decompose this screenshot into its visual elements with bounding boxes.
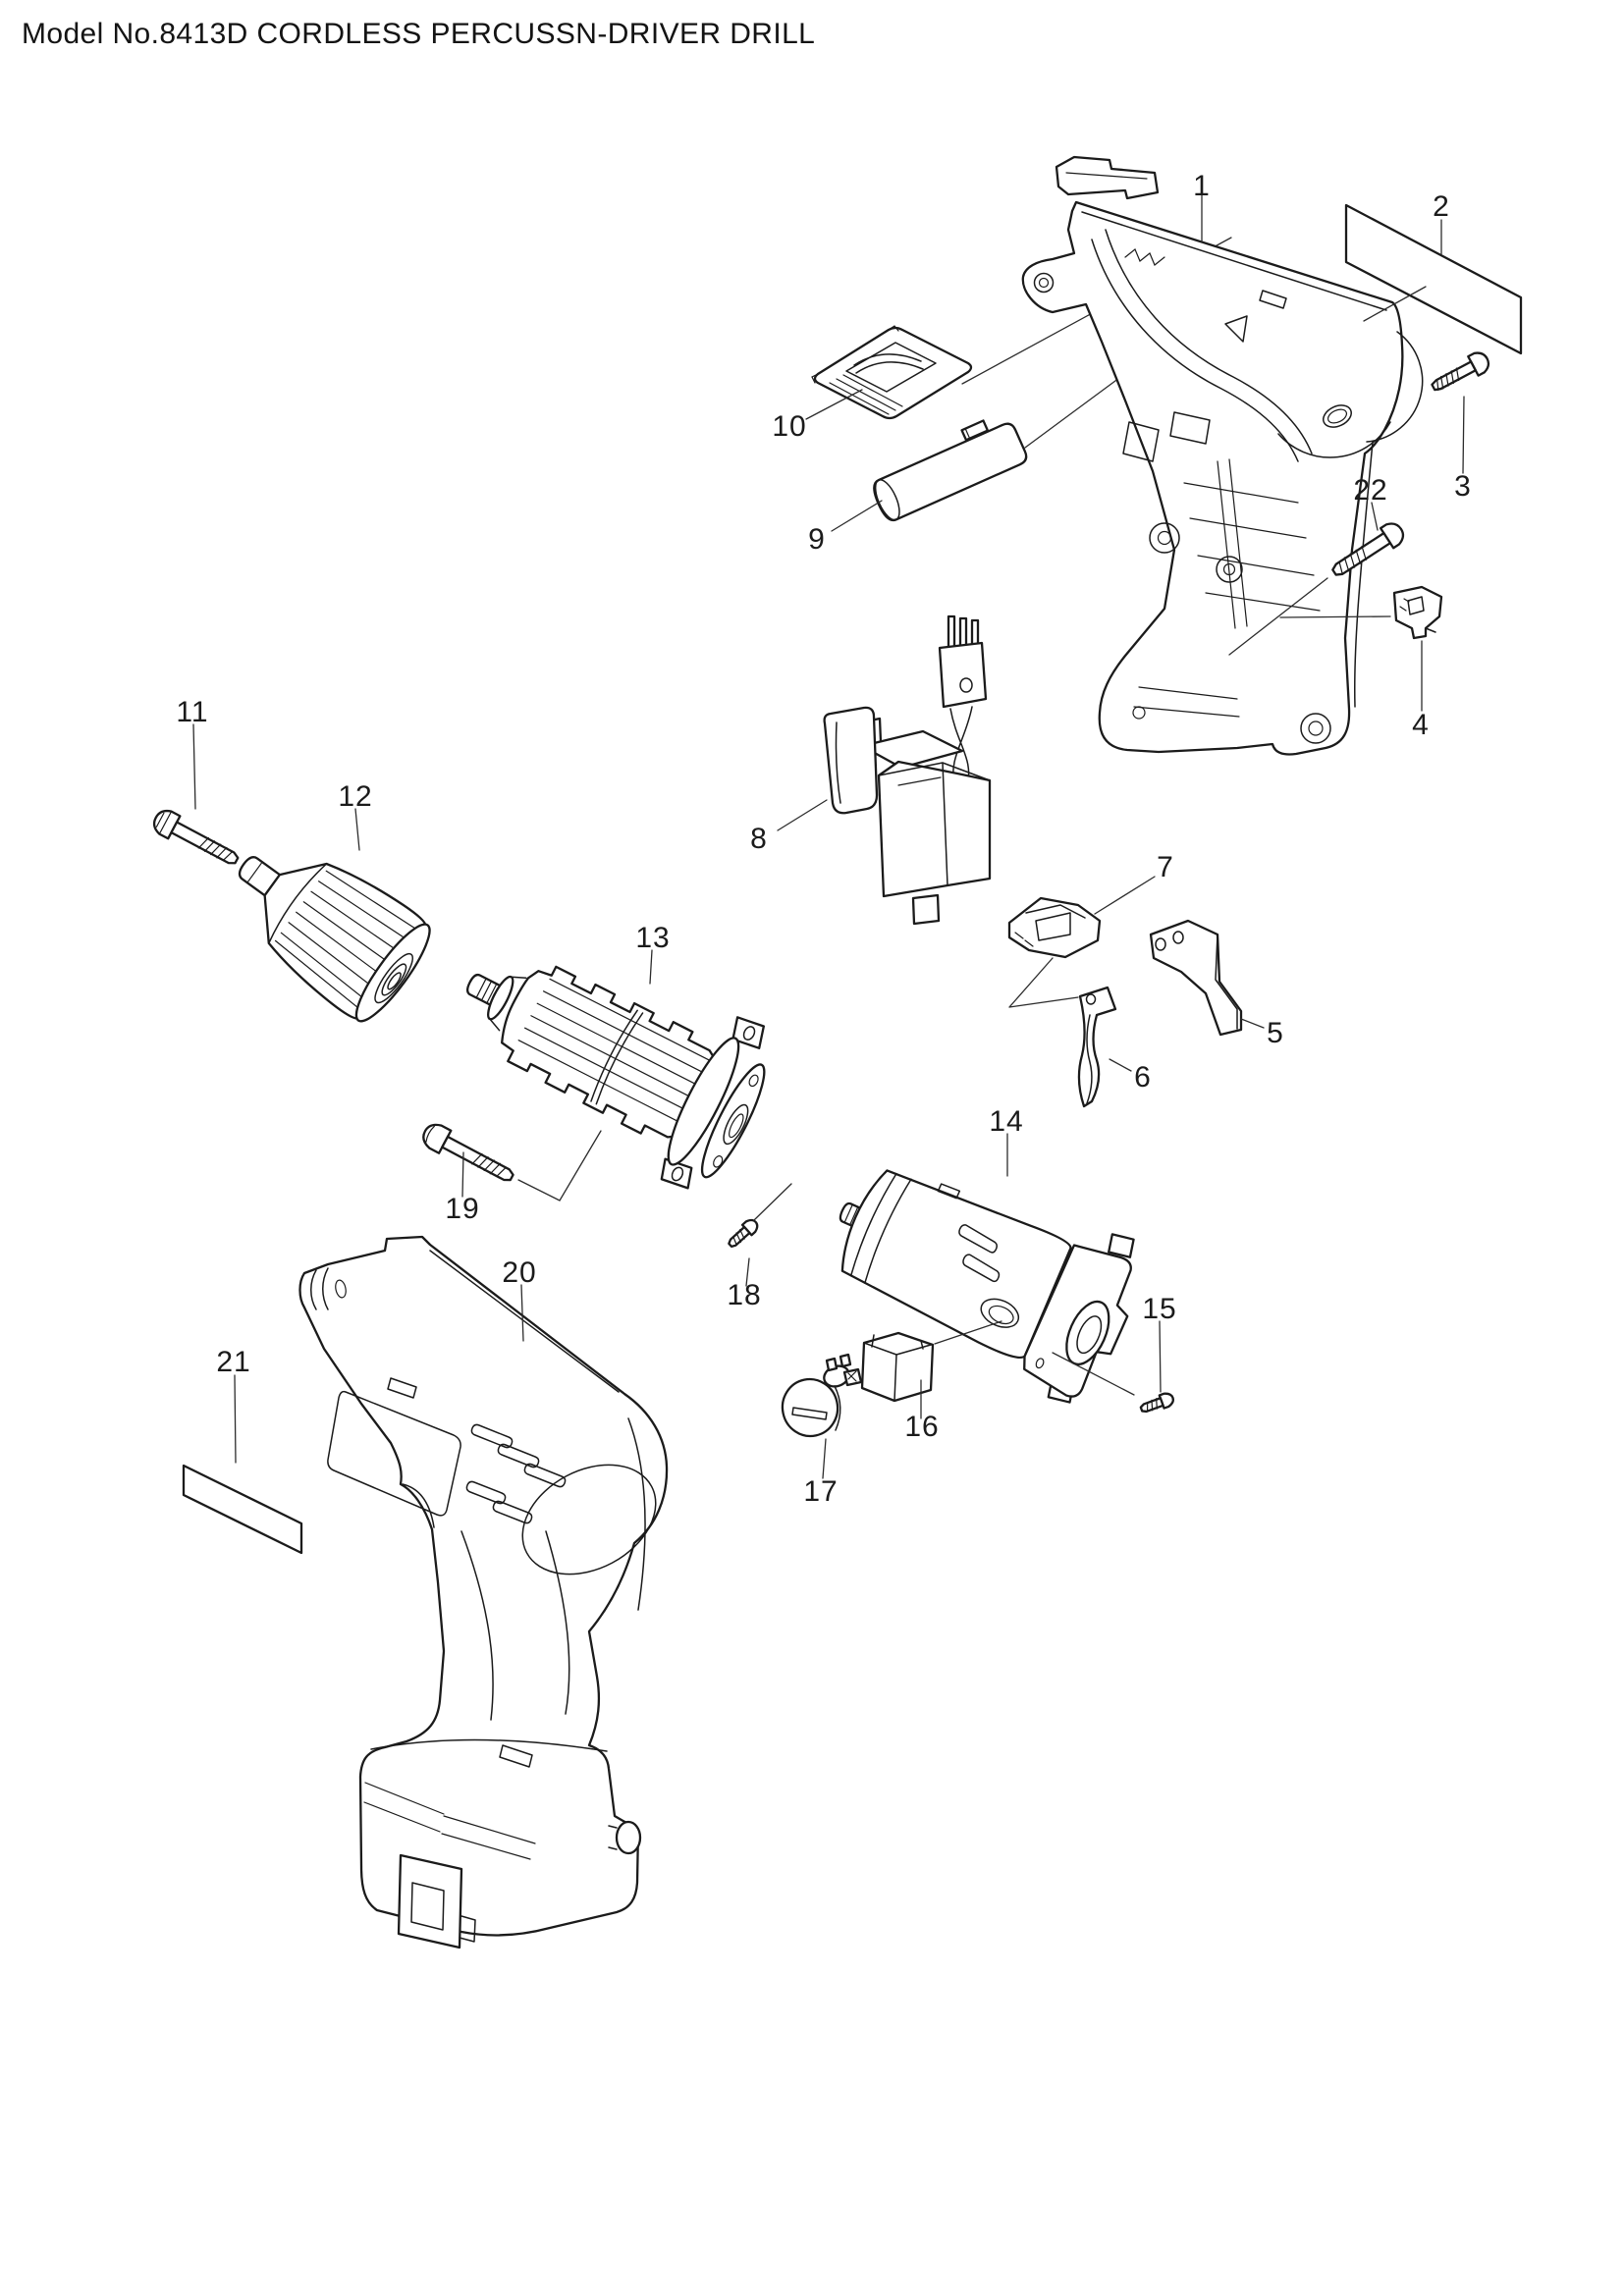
leader-9	[831, 500, 883, 532]
part-label-6: 6	[1134, 1061, 1152, 1094]
leader-10	[805, 389, 863, 420]
part-15-screw	[1139, 1392, 1174, 1414]
leader-22	[1228, 502, 1391, 656]
part-10-contact-plate	[811, 325, 973, 420]
part-label-5: 5	[1267, 1017, 1284, 1049]
part-label-11: 11	[176, 696, 209, 728]
leader-7	[1008, 876, 1156, 1008]
part-label-20: 20	[502, 1256, 537, 1289]
part-label-16: 16	[904, 1411, 940, 1443]
leader-19	[461, 1130, 602, 1201]
part-label-12: 12	[338, 780, 373, 813]
part-13-gear-assembly	[465, 965, 766, 1190]
leader-21	[234, 1374, 237, 1464]
part-8-switch	[823, 614, 992, 926]
leader-lines	[192, 194, 1465, 1479]
part-17-cap	[781, 1377, 841, 1438]
leader-16	[920, 1320, 1002, 1419]
part-label-2: 2	[1433, 190, 1450, 223]
part-7-holder-block	[1007, 896, 1102, 959]
part-21-label-plate	[182, 1464, 303, 1555]
part-label-1: 1	[1193, 170, 1211, 202]
part-18-screw	[728, 1218, 759, 1249]
part-label-4: 4	[1412, 709, 1430, 741]
leader-8	[777, 799, 828, 831]
part-label-18: 18	[727, 1279, 762, 1311]
part-3-screw	[1431, 351, 1490, 392]
part-6-lever	[1077, 986, 1117, 1108]
leader-17	[822, 1438, 827, 1479]
part-19-screw	[422, 1123, 514, 1182]
part-22-screw	[1331, 522, 1405, 576]
part-4-clip	[1392, 585, 1443, 640]
part-16-brush-holder	[823, 1331, 935, 1403]
part-label-9: 9	[808, 523, 826, 556]
part-label-15: 15	[1142, 1293, 1177, 1325]
part-label-13: 13	[635, 922, 671, 954]
part-11-screw	[152, 809, 240, 865]
part-label-22: 22	[1353, 474, 1388, 507]
leader-12	[354, 808, 360, 851]
part-label-7: 7	[1157, 851, 1174, 883]
part-label-14: 14	[989, 1105, 1024, 1138]
part-label-21: 21	[216, 1346, 251, 1378]
assembly-line-9	[1024, 377, 1120, 449]
part-20-housing-left-shell	[298, 1235, 669, 1949]
part-9-cover	[873, 419, 1028, 522]
part-12-chuck	[238, 856, 431, 1023]
leader-15	[1052, 1320, 1162, 1396]
leader-3	[1462, 396, 1465, 474]
leader-5	[1240, 1018, 1265, 1029]
page-title: Model No.8413D CORDLESS PERCUSSN-DRIVER …	[22, 18, 816, 50]
part-label-8: 8	[750, 823, 768, 855]
part-label-10: 10	[772, 410, 807, 443]
part-14-motor	[839, 1169, 1135, 1404]
leader-2	[1363, 219, 1442, 322]
part-label-3: 3	[1454, 470, 1472, 503]
part-2-nameplate	[1344, 203, 1523, 355]
part-label-17: 17	[803, 1475, 839, 1508]
leader-13	[649, 949, 653, 985]
part-label-19: 19	[445, 1193, 480, 1225]
leader-20	[520, 1284, 524, 1342]
leader-6	[1109, 1058, 1132, 1072]
leader-11	[192, 723, 196, 810]
leader-18	[745, 1183, 792, 1287]
part-5-bracket	[1149, 919, 1243, 1037]
part-1-housing-right-shell	[961, 155, 1424, 756]
